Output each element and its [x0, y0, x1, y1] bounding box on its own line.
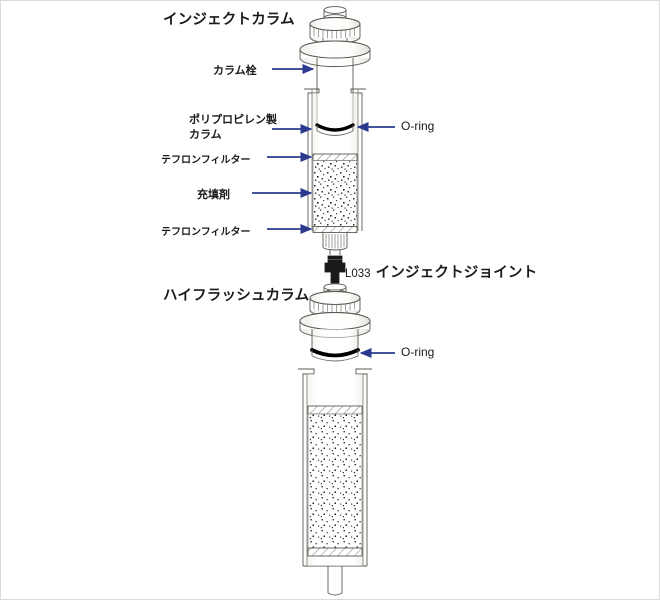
label-polypropylene-column-line1: ポリプロピレン製 [189, 114, 277, 126]
packing-material-lower [307, 413, 363, 549]
column-flange [299, 40, 371, 67]
high-flash-column-drawing [298, 283, 372, 596]
packing-material-upper [312, 160, 358, 227]
teflon-filter-top [312, 153, 358, 161]
label-inject-joint: L033 インジェクトジョイント [345, 261, 537, 282]
label-oring-upper: O-ring [401, 119, 435, 133]
label-inject-joint-name: インジェクトジョイント [375, 265, 538, 281]
oring-band-icon-lower [310, 348, 360, 362]
label-polypropylene-column: ポリプロピレン製 カラム [189, 113, 277, 143]
high-flash-filter-top [307, 405, 363, 415]
high-flash-column-title: ハイフラッシュカラム [163, 288, 310, 304]
high-flash-filter-bottom [307, 547, 363, 557]
label-column-plug: カラム栓 [213, 65, 257, 77]
inject-column-drawing [299, 6, 371, 255]
label-polypropylene-column-line2: カラム [189, 128, 222, 141]
oring-band-icon-upper [315, 123, 355, 136]
label-teflon-filter-bottom: テフロンフィルター [161, 227, 251, 238]
hex-fitting-icon [324, 255, 346, 284]
high-flash-outlet-tube [327, 566, 343, 596]
column-outlet-collar [322, 233, 348, 255]
inject-column-title: インジェクトカラム [163, 12, 295, 28]
label-packing-material: 充填剤 [197, 189, 230, 201]
high-flash-plunger [311, 329, 359, 353]
label-inject-joint-code: L033 [345, 268, 371, 280]
label-oring-lower: O-ring [401, 345, 435, 359]
annotation-arrows [252, 63, 395, 359]
label-teflon-filter-top: テフロンフィルター [161, 155, 251, 166]
teflon-filter-bottom [312, 226, 358, 233]
